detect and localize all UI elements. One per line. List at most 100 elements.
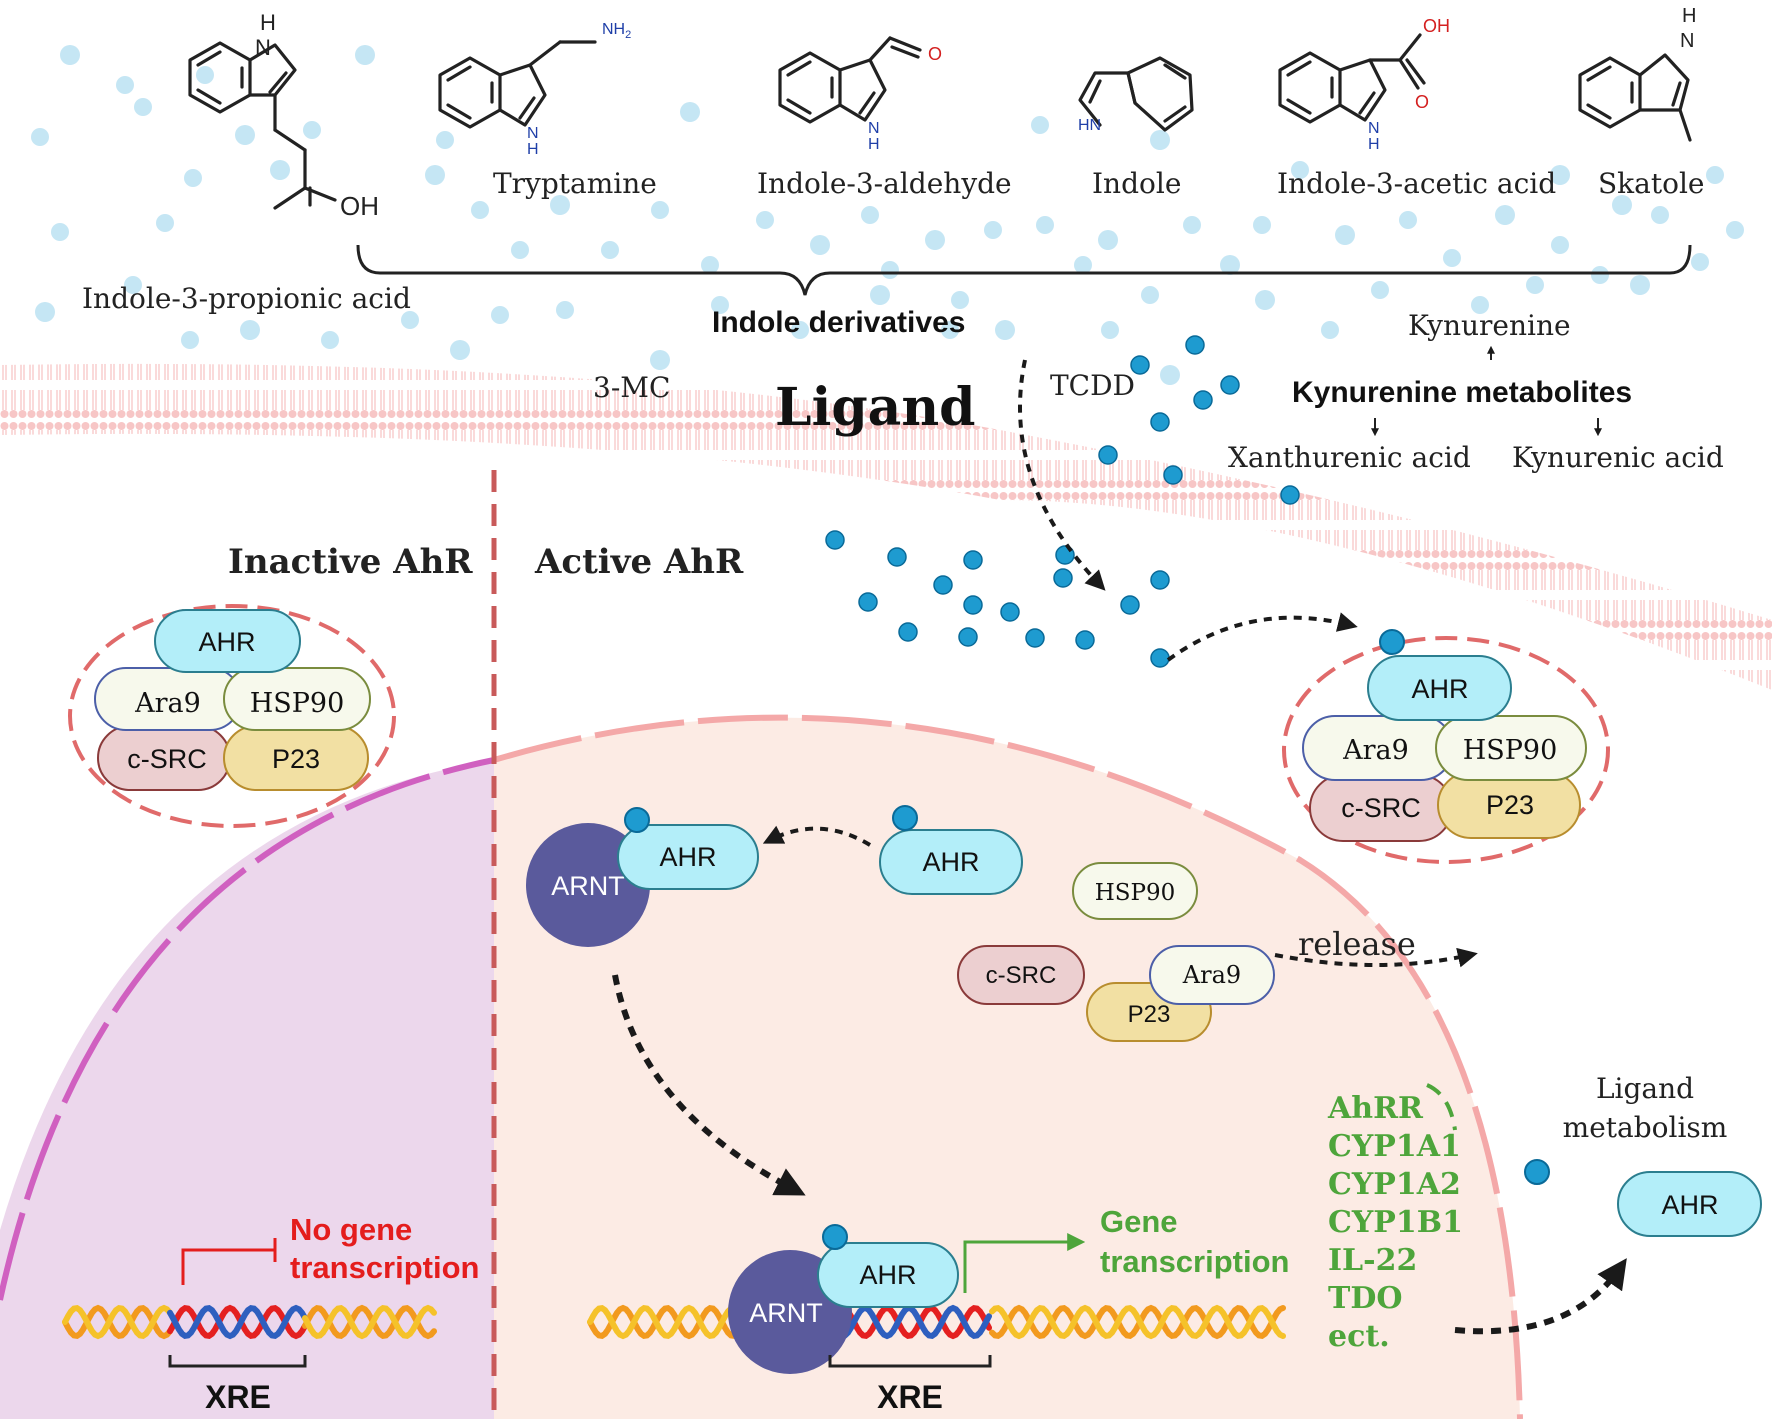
ligand-dot-light <box>995 320 1015 340</box>
ligand-dot-light <box>116 76 134 94</box>
target-gene: CYP1B1 <box>1328 1205 1463 1240</box>
target-gene: TDO <box>1328 1281 1402 1316</box>
ligand-dot-light <box>1255 290 1275 310</box>
released-ara9-label: Ara9 <box>1182 961 1241 989</box>
target-gene: CYP1A2 <box>1328 1167 1461 1202</box>
ligand-dot-light <box>134 98 152 116</box>
arnt-ahr-upper: ARNT AHR <box>526 807 759 947</box>
dna-strand <box>167 1304 308 1340</box>
ligand-dot-light <box>1591 266 1609 284</box>
ligand-dot-light <box>1031 116 1049 134</box>
ligand-dot-light <box>951 291 969 309</box>
ligand-dot-dark <box>1150 570 1170 590</box>
ligand-dot-light <box>1550 165 1570 185</box>
complex-inactive-ahr <box>154 609 301 673</box>
ligand-dot-light <box>511 241 529 259</box>
indole-derivatives-label: Indole derivatives <box>712 306 965 339</box>
ligand-dot-light <box>1495 205 1515 225</box>
ligand-dot-dark <box>1163 465 1183 485</box>
dna-strand <box>989 1304 1286 1340</box>
ligand-dot-light <box>1253 216 1271 234</box>
ligand-dot-light <box>181 331 199 349</box>
dna-strand <box>302 1304 437 1340</box>
molecule-indole-3-acetic-acid <box>1278 33 1426 124</box>
ligand-dot-light <box>436 131 454 149</box>
nuclear-envelope-left <box>0 757 495 1301</box>
ligand-dot-light <box>1101 321 1119 339</box>
ligand-dot-light <box>1291 161 1309 179</box>
atom-acetic-o: O <box>1415 92 1429 112</box>
arnt-upper-label: ARNT <box>551 871 625 901</box>
ligand-dot-light <box>1036 216 1054 234</box>
gene-transcription-line2: transcription <box>1100 1244 1289 1279</box>
released-proteins: HSP90 c-SRC P23 Ara9 <box>957 862 1275 1042</box>
gene-transcription-indicator: Gene transcription <box>963 1204 1289 1293</box>
gene-transcription-line1: Gene <box>1100 1204 1178 1239</box>
label-indole-3-acetic-acid: Indole-3-acetic acid <box>1277 167 1556 200</box>
ligand-dot-light <box>1150 130 1170 150</box>
xre-active: XRE <box>828 1355 992 1415</box>
ligand-dot-light <box>1726 221 1744 239</box>
atom-aldehyde-h: H <box>868 136 880 153</box>
free-ahr-nucleus: AHR <box>879 805 1023 895</box>
released-csrc-label: c-SRC <box>986 962 1057 989</box>
ligand-dot-light <box>425 165 445 185</box>
ligand-dot-dark <box>898 622 918 642</box>
arrow-ligand-to-complex <box>1166 612 1358 662</box>
ligand-dot-light <box>810 235 830 255</box>
ligand-dot-light <box>651 201 669 219</box>
ahr-metabolism: AHR <box>1617 1171 1762 1237</box>
ligand-dot-light <box>240 320 260 340</box>
ligand-dot-light <box>1399 211 1417 229</box>
label-indole-3-aldehyde: Indole-3-aldehyde <box>757 167 1012 200</box>
atom-indole-hn: HN <box>1078 117 1101 134</box>
ligand-dot-light <box>1651 206 1669 224</box>
ligand-dot-light <box>1612 195 1632 215</box>
nuclear-envelope-right <box>493 714 1523 1420</box>
complex-inactive-hsp90 <box>223 667 371 731</box>
ligand-dot-light <box>31 128 49 146</box>
target-gene: AhRR <box>1327 1091 1424 1126</box>
intracellular-ligand-dots <box>825 335 1300 668</box>
ligand-dot-dark <box>1075 630 1095 650</box>
ligand-dot-light <box>1074 256 1092 274</box>
ahr-upper-label: AHR <box>659 842 716 872</box>
ligand-dot-dark <box>858 592 878 612</box>
complex-active-ahr <box>1367 655 1512 721</box>
complex-active-ahr-label: AHR <box>1411 674 1468 704</box>
atom-nh-h: H <box>260 10 276 35</box>
section-inactive-ahr: Inactive AhR <box>228 542 473 582</box>
ligand-dot-dark <box>1098 445 1118 465</box>
label-skatole: Skatole <box>1598 167 1704 200</box>
ligand-dot-light <box>303 121 321 139</box>
atom-acetic-n: N <box>1368 120 1380 137</box>
ligand-dot-light <box>184 169 202 187</box>
dna-strand <box>989 1304 1286 1340</box>
ligand-dot-light <box>711 296 729 314</box>
ligand-dot-dark <box>1053 568 1073 588</box>
ahr-metabolism-label: AHR <box>1661 1190 1718 1220</box>
kynurenine-kynurenic: Kynurenic acid <box>1512 441 1724 474</box>
atom-tryptamine-h: H <box>527 141 539 158</box>
arrow-to-ligand-metabolism <box>1454 1258 1627 1335</box>
atom-oh: OH <box>340 191 379 221</box>
ligand-dot-light <box>756 211 774 229</box>
ligand-dot-dark <box>1025 628 1045 648</box>
dna-strand <box>827 1304 992 1340</box>
ligand-dot-dark <box>887 547 907 567</box>
ligand-dot-light <box>1220 255 1240 275</box>
cell-membrane <box>0 363 1772 690</box>
ligand-dot-light <box>701 256 719 274</box>
ligand-dot-light <box>984 221 1002 239</box>
atom-nh2: NH2 <box>602 21 631 41</box>
ligand-dot-dark <box>1130 355 1150 375</box>
released-hsp90-label: HSP90 <box>1095 880 1176 906</box>
ligand-dot-dark <box>963 595 983 615</box>
ligand-dot-dark <box>1220 375 1240 395</box>
ligand-dot-light <box>1706 166 1724 184</box>
ligand-dot-dark <box>1280 485 1300 505</box>
ligand-dot-light <box>491 306 509 324</box>
ligand-dot-light <box>51 223 69 241</box>
release-label: release <box>1298 925 1416 963</box>
